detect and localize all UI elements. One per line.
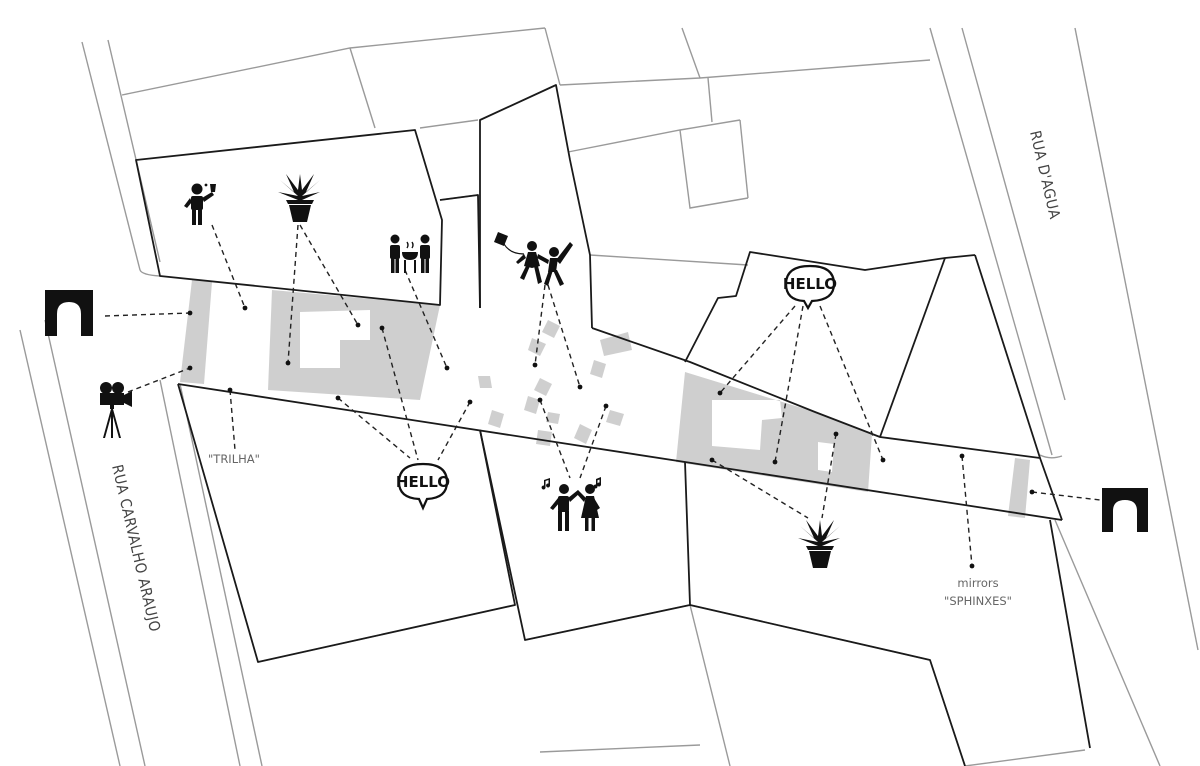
mirrors-label: mirrors	[957, 576, 998, 590]
leader-dots	[187, 305, 1035, 569]
street-label-west: RUA CARVALHO ARAUJO	[108, 463, 164, 634]
dancing-couple-icon	[541, 477, 602, 531]
person-with-drink-icon	[184, 183, 216, 225]
gateway-arch-icon	[1102, 488, 1148, 532]
courtyards	[180, 280, 1030, 518]
building-blocks	[135, 84, 1091, 766]
potted-plant-icon	[278, 174, 320, 222]
gateway-arch-icon	[45, 290, 93, 336]
sphinxes-label: "SPHINXES"	[944, 594, 1012, 608]
trilha-label: "TRILHA"	[208, 452, 260, 466]
speech-bubble-text: HELLO	[783, 275, 837, 293]
speech-bubble-text: HELLO	[396, 473, 450, 491]
barbecue-people-icon	[390, 234, 430, 273]
potted-plant-icon	[798, 520, 840, 568]
kite-and-kids-icon	[494, 232, 573, 286]
speech-bubble-icon: HELLO	[396, 462, 450, 511]
film-camera-tripod-icon	[100, 382, 132, 438]
leader-lines	[104, 224, 1101, 567]
speech-bubble-icon: HELLO	[783, 264, 837, 311]
street-label-east: RUA D'AGUA	[1026, 129, 1064, 221]
